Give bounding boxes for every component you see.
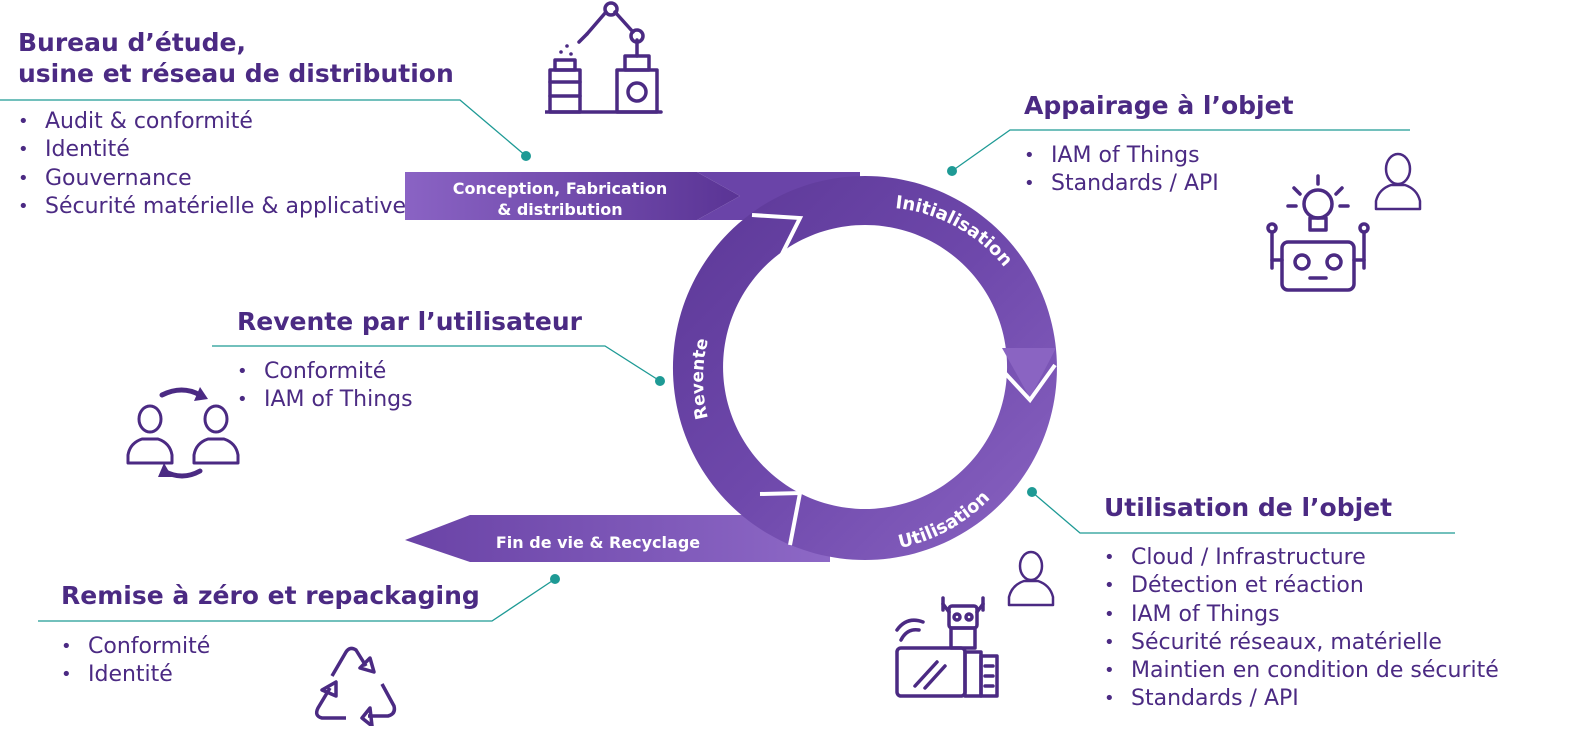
user-exchange-icon xyxy=(126,387,240,479)
section-appairage-title: Appairage à l’objet xyxy=(1024,91,1294,120)
user-icon xyxy=(1007,550,1055,607)
connector-dots xyxy=(521,151,1037,584)
section-appairage: Appairage à l’objet IAM of Things Standa… xyxy=(1024,90,1294,199)
robot-tablet-icon xyxy=(895,596,999,698)
arrow-conception-label-2: & distribution xyxy=(497,200,622,219)
list-item: Audit & conformité xyxy=(18,108,454,137)
cycle-ring xyxy=(672,176,1057,560)
section-remise-title: Remise à zéro et repackaging xyxy=(61,581,480,610)
section-revente-title: Revente par l’utilisateur xyxy=(237,307,582,336)
connector-appairage xyxy=(951,129,1410,172)
list-item: Cloud / Infrastructure xyxy=(1104,544,1499,573)
list-item: IAM of Things xyxy=(1104,601,1499,630)
recycle-icon xyxy=(314,646,397,726)
connector-revente xyxy=(212,345,661,382)
robot-arm-factory-icon xyxy=(545,1,663,114)
connectors xyxy=(0,99,1455,622)
list-item: Identité xyxy=(61,661,480,690)
arrow-recycling xyxy=(405,515,830,562)
list-item: Standards / API xyxy=(1104,685,1499,714)
section-bureau-title-1: Bureau d’étude, xyxy=(18,28,246,57)
section-remise: Remise à zéro et repackaging Conformité … xyxy=(61,580,480,690)
section-revente-list: Conformité IAM of Things xyxy=(237,358,582,415)
list-item: IAM of Things xyxy=(1024,142,1294,171)
list-item: Conformité xyxy=(237,358,582,387)
list-item: Standards / API xyxy=(1024,170,1294,199)
section-bureau-list: Audit & conformité Identité Gouvernance … xyxy=(18,108,454,221)
section-bureau: Bureau d’étude, usine et réseau de distr… xyxy=(18,27,454,221)
section-bureau-title-2: usine et réseau de distribution xyxy=(18,59,454,88)
arrow-recycling-label: Fin de vie & Recyclage xyxy=(496,533,700,552)
section-utilisation-title: Utilisation de l’objet xyxy=(1104,493,1393,522)
list-item: Conformité xyxy=(61,633,480,662)
arrow-conception-label-1: Conception, Fabrication xyxy=(453,179,668,198)
connector-utilisation xyxy=(1031,491,1455,534)
list-item: IAM of Things xyxy=(237,386,582,415)
section-remise-list: Conformité Identité xyxy=(61,633,480,690)
list-item: Gouvernance xyxy=(18,165,454,194)
connector-bureau xyxy=(0,99,527,157)
section-revente: Revente par l’utilisateur Conformité IAM… xyxy=(237,306,582,415)
section-appairage-list: IAM of Things Standards / API xyxy=(1024,142,1294,199)
lightbulb-robot-icon xyxy=(1266,174,1370,292)
connector-remise xyxy=(38,578,556,622)
list-item: Détection et réaction xyxy=(1104,572,1499,601)
list-item: Identité xyxy=(18,136,454,165)
list-item: Maintien en condition de sécurité xyxy=(1104,657,1499,686)
list-item: Sécurité matérielle & applicative xyxy=(18,193,454,222)
user-icon xyxy=(1374,152,1422,211)
section-utilisation: Utilisation de l’objet Cloud / Infrastru… xyxy=(1104,492,1499,714)
list-item: Sécurité réseaux, matérielle xyxy=(1104,629,1499,658)
section-utilisation-list: Cloud / Infrastructure Détection et réac… xyxy=(1104,544,1499,714)
